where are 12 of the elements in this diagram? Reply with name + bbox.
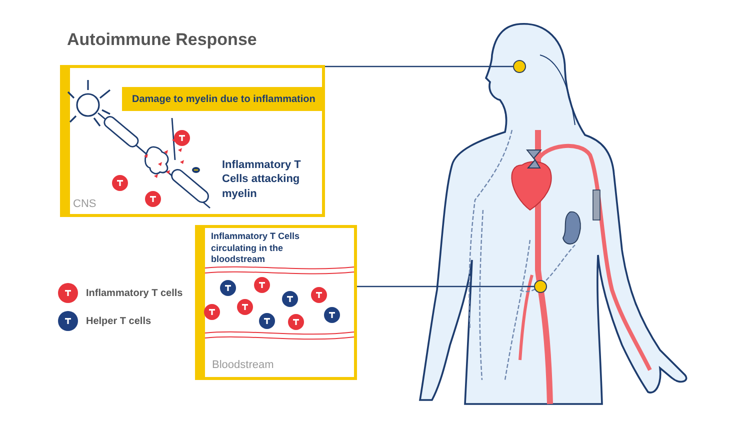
bloodstream-panel [195,225,357,380]
leader-line [357,286,534,288]
panel-text: Inflammatory T Cells attacking myelin [222,158,302,201]
heading-banner: Damage to myelin due to inflammation [122,87,325,111]
panel-caption: CNS [73,198,96,210]
panel-heading: Inflammatory T Cells circulating in the bloodstream [211,231,301,266]
panel-caption: Bloodstream [212,359,274,371]
leader-line [325,66,513,68]
legend-label: Inflammatory T cells [86,288,183,298]
cns-panel [60,65,325,217]
diagram-title: Autoimmune Response [67,30,257,50]
legend-label: Helper T cells [86,316,152,326]
